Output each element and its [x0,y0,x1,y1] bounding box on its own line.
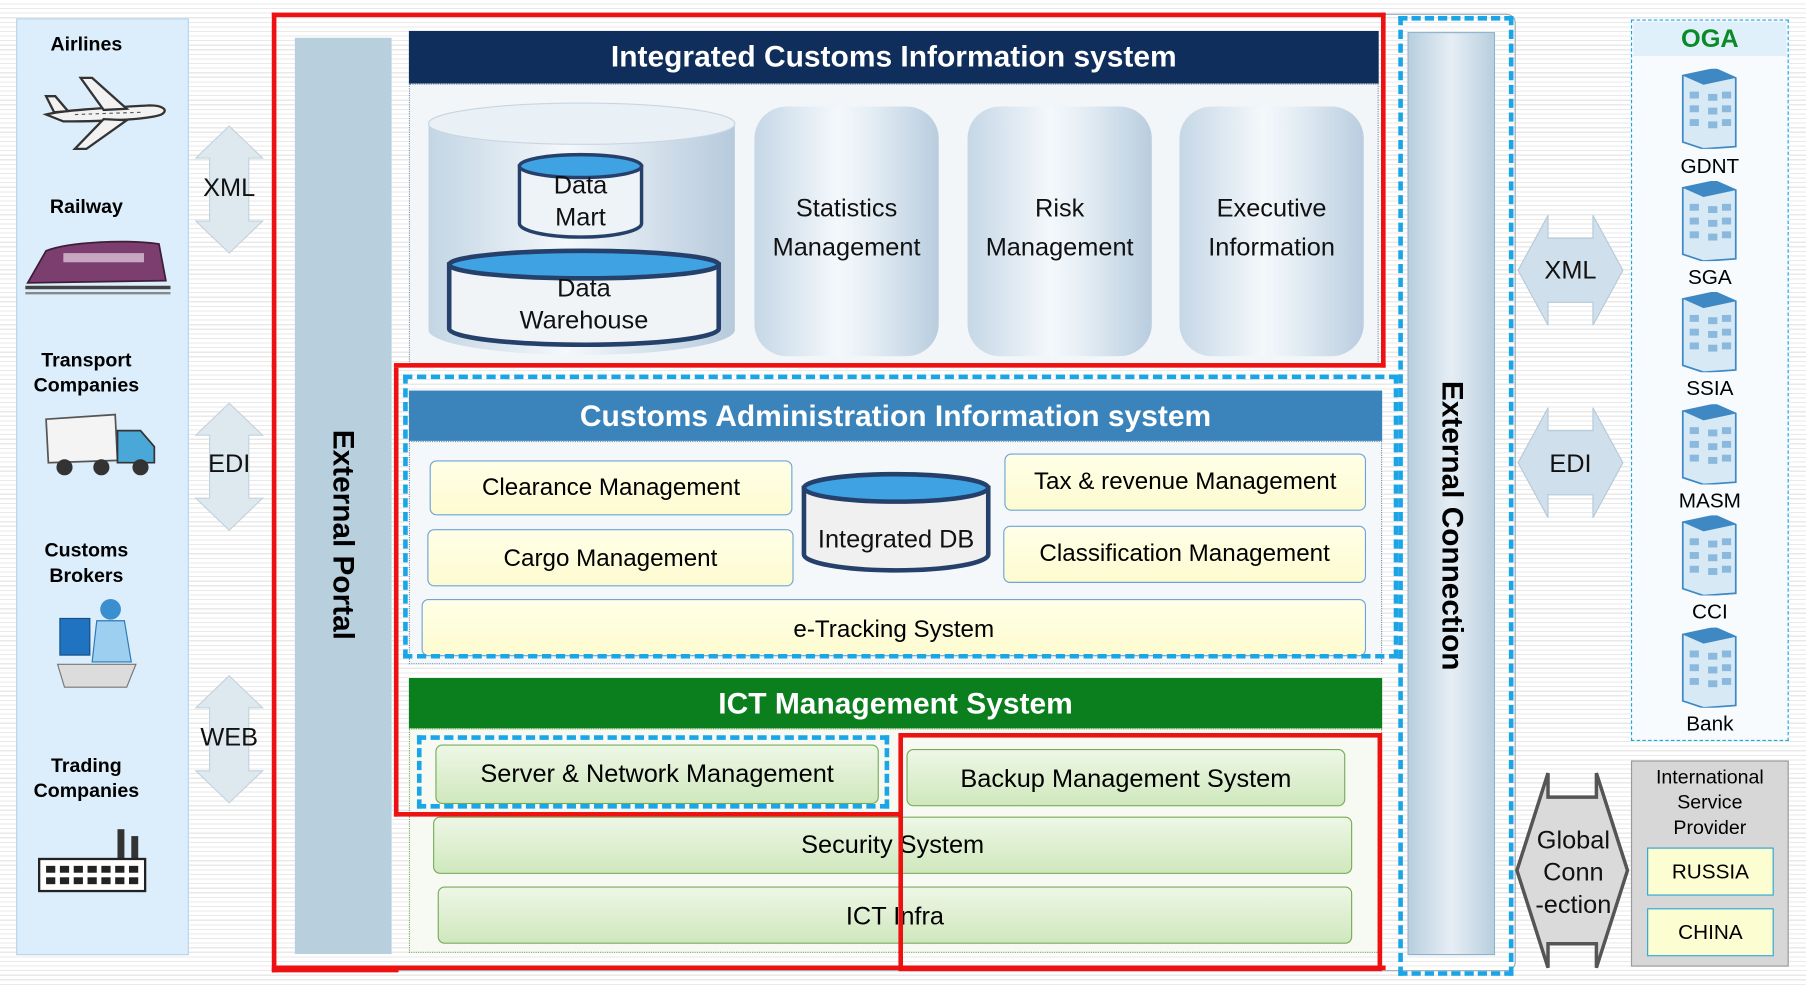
data-mart-label: Data Mart [553,170,608,232]
external-actors-panel [16,18,189,956]
integrated-db-cylinder [801,471,991,573]
edi-double-arrow-left [194,402,265,532]
oga-title: OGA [1633,21,1787,57]
train-icon [25,240,171,295]
executive-information-label: Executive Information [1208,193,1335,262]
global-connection-double-arrow [1515,772,1630,969]
edi-double-arrow-right [1517,407,1624,518]
oga-agency-masm: MASM [1678,489,1741,512]
backup-management-box: Backup Management System [906,749,1346,807]
red-highlight-ict [898,732,1383,972]
left-arrow-label-edi: EDI [208,448,251,478]
statistics-management-module [754,106,939,357]
external-portal: External Portal [294,37,392,955]
actor-label-transport-companies: Transport Companies [33,349,140,397]
data-mart-cylinder [517,152,644,239]
global-connection-label: Global Conn -ection [1535,825,1612,919]
integrated-db-label: Integrated DB [817,524,975,554]
risk-management-label: Risk Management [985,193,1134,262]
red-highlight-top [271,12,1386,368]
oga-agency-gdnt: GDNT [1680,154,1740,178]
left-arrow-label-xml: XML [203,172,256,202]
masm-building-icon [1681,404,1737,485]
blue-dashed-external-connection [1398,16,1514,976]
bank-building-icon [1681,627,1737,708]
cais-title: Customs Administration Information syste… [408,390,1383,441]
risk-management-module [967,106,1152,357]
right-arrow-label-edi: EDI [1549,448,1592,478]
actor-label-trading-companies: Trading Companies [33,754,140,802]
xml-double-arrow-left [194,125,265,254]
e-tracking-system-box: e-Tracking System [421,598,1367,657]
left-arrow-label-web: WEB [200,722,259,752]
oga-panel [1630,19,1789,742]
actor-label-customs-brokers: Customs Brokers [44,539,129,587]
ict-infra-box: ICT Infra [437,886,1353,944]
blue-dashed-cais [403,374,1399,659]
oga-agency-sga: SGA [1687,265,1732,289]
external-connection-label: External Connection [1435,380,1471,671]
gdnt-building-icon [1681,68,1737,149]
red-highlight-server-bottom [393,812,904,817]
isp-provider-china: CHINA [1647,908,1774,957]
external-connection: External Connection [1407,32,1496,956]
cci-building-icon [1681,515,1737,596]
airplane-icon [42,76,166,151]
sga-building-icon [1681,180,1737,262]
broker-workstation-icon [56,598,137,688]
isp-title: International Service Provider [1655,766,1764,839]
cargo-management-box: Cargo Management [427,529,794,587]
security-system-box: Security System [433,816,1353,874]
ict-management-title: ICT Management System [408,678,1383,729]
oga-agency-ssia: SSIA [1686,376,1734,400]
data-warehouse-cylinder [446,248,722,348]
isp-provider-russia: RUSSIA [1647,847,1774,896]
xml-double-arrow-right [1517,215,1624,326]
factory-icon [38,829,147,893]
oga-agency-bank: Bank [1686,712,1734,736]
red-highlight-left [271,363,399,973]
icis-title: Integrated Customs Information system [408,30,1379,84]
data-warehouse-label: Data Warehouse [519,273,649,335]
ssia-building-icon [1681,292,1737,373]
web-double-arrow-left [194,674,265,804]
actor-label-airlines: Airlines [50,33,123,55]
classification-management-box: Classification Management [1003,525,1367,583]
oga-agency-cci: CCI [1691,600,1728,624]
executive-information-module [1179,106,1364,357]
tax-revenue-management-box: Tax & revenue Management [1004,453,1367,511]
clearance-management-box: Clearance Management [429,460,793,516]
red-highlight-bottom [271,965,1386,971]
red-highlight-cais-top [393,363,1386,368]
statistics-management-label: Statistics Management [772,193,921,262]
red-highlight-cais-left [393,367,399,817]
blue-dashed-server [416,735,890,809]
actor-label-railway: Railway [49,195,123,218]
truck-icon [45,413,156,476]
right-arrow-label-xml: XML [1544,255,1597,285]
